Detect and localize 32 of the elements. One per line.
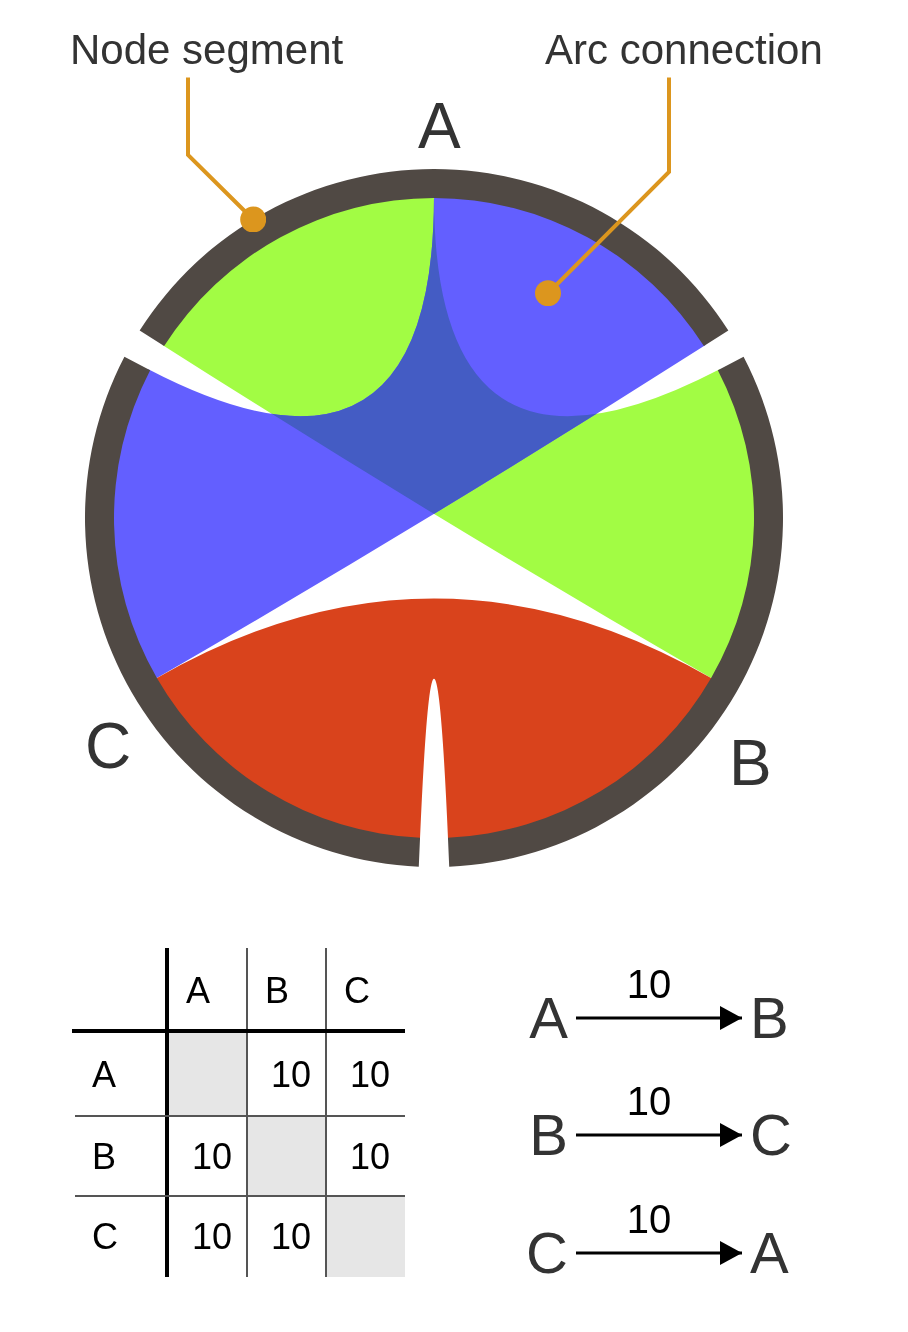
matrix-value: 10 [350, 1057, 391, 1093]
row-header: C [92, 1219, 118, 1255]
callout-label: Node segment [70, 23, 344, 78]
node-label: C [518, 1224, 576, 1282]
leader-line [535, 77, 671, 307]
ring-segment [85, 356, 421, 867]
column-header: A [186, 972, 210, 1009]
node-label: A [521, 989, 576, 1047]
ribbon [155, 598, 713, 840]
leader-line [186, 77, 267, 233]
row-header: A [92, 1057, 116, 1093]
matrix-value: 10 [192, 1219, 233, 1255]
node-label: B [521, 1106, 576, 1164]
arrow [576, 1006, 742, 1030]
segment-label: A [418, 94, 461, 158]
matrix-value: 10 [350, 1139, 391, 1175]
matrix-value: 10 [271, 1057, 312, 1093]
matrix-value: 10 [192, 1139, 233, 1175]
arrow [576, 1241, 742, 1265]
arrow [576, 1123, 742, 1147]
node-label: B [742, 989, 797, 1047]
callout-label: Arc connection [545, 23, 823, 78]
segment-label: C [85, 714, 132, 778]
ring-segment [447, 356, 783, 867]
ring-segment [139, 169, 729, 347]
column-header: C [344, 972, 370, 1009]
column-header: B [265, 972, 289, 1009]
row-header: B [92, 1139, 116, 1175]
matrix-value: 10 [271, 1219, 312, 1255]
node-label: C [742, 1106, 800, 1164]
node-label: A [742, 1224, 797, 1282]
segment-label: B [729, 731, 772, 795]
